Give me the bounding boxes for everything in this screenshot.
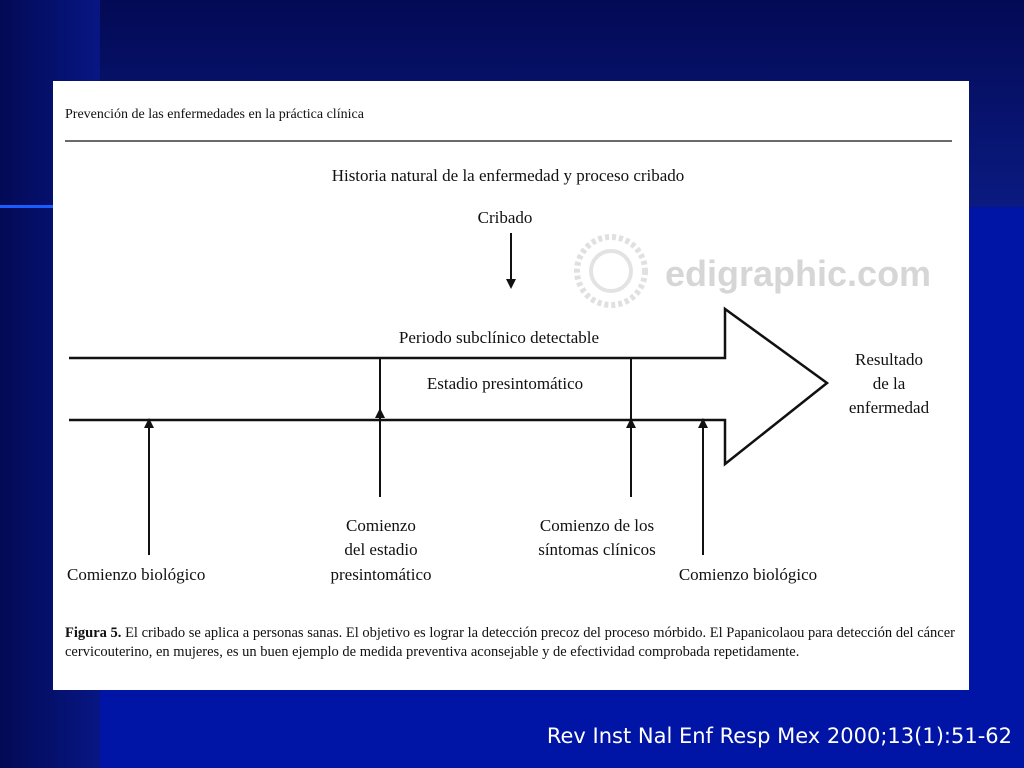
diagram-title: Historia natural de la enfermedad y proc… <box>332 166 685 185</box>
clinical-start-line-2: síntomas clínicos <box>538 540 656 559</box>
presym-start-label: Comienzo del estadio presintomático <box>330 516 431 584</box>
presymptomatic-stage-label: Estadio presintomático <box>427 374 583 393</box>
natural-history-diagram: Prevención de las enfermedades en la prá… <box>65 107 952 584</box>
caption-label: Figura 5. <box>65 625 122 641</box>
outcome-line-1: Resultado <box>855 350 923 369</box>
citation: Rev Inst Nal Enf Resp Mex 2000;13(1):51-… <box>546 724 1012 748</box>
figure-header: Prevención de las enfermedades en la prá… <box>65 107 365 122</box>
subclinical-period-label: Periodo subclínico detectable <box>399 328 599 347</box>
outcome-label: Resultado de la enfermedad <box>849 350 930 417</box>
watermark-text: edigraphic.com <box>665 253 931 294</box>
figure-caption: Figura 5. El cribado se aplica a persona… <box>65 624 955 662</box>
presym-start-line-1: Comienzo <box>346 516 416 535</box>
presym-start-line-3: presintomático <box>330 565 431 584</box>
clinical-start-label: Comienzo de los síntomas clínicos <box>538 516 656 559</box>
outcome-line-2: de la <box>873 374 906 393</box>
timeline-arrow <box>69 306 830 467</box>
bio-start-label-left: Comienzo biológico <box>67 565 205 584</box>
figure-panel: Prevención de las enfermedades en la prá… <box>53 81 969 690</box>
background-accent-line <box>0 205 60 208</box>
clinical-start-line-1: Comienzo de los <box>540 516 654 535</box>
bio-start-label-right: Comienzo biológico <box>679 565 817 584</box>
screening-label: Cribado <box>478 208 533 227</box>
caption-text: El cribado se aplica a personas sanas. E… <box>65 625 956 660</box>
watermark-logo-icon <box>574 234 648 308</box>
presym-start-line-2: del estadio <box>344 540 417 559</box>
outcome-line-3: enfermedad <box>849 398 930 417</box>
